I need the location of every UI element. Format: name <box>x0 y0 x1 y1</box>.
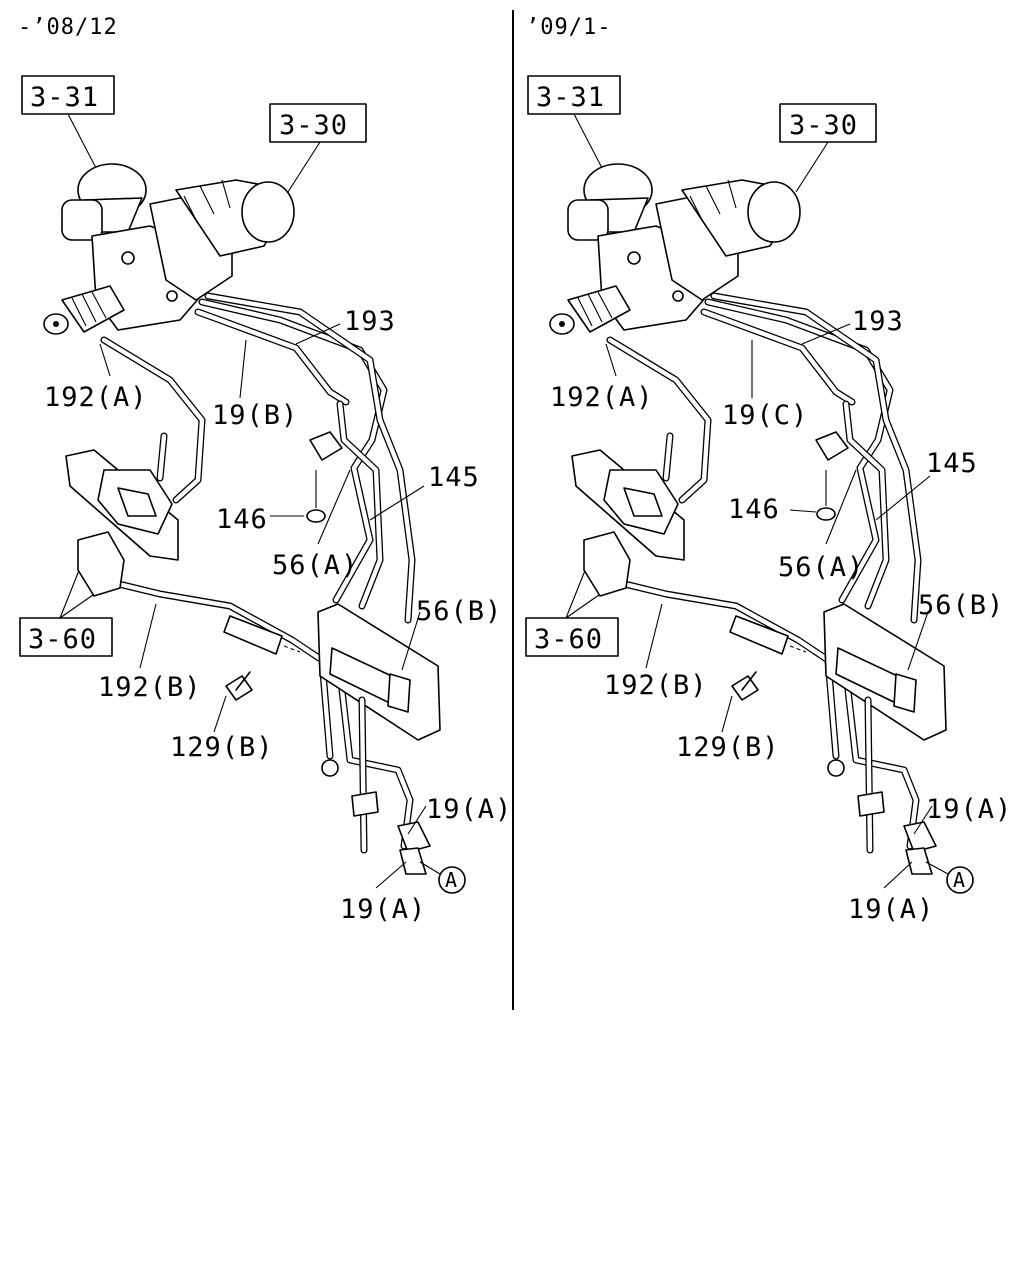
label-192a: 192(A) <box>550 382 654 413</box>
ref-box-3-60[interactable]: 3-60 <box>525 617 619 657</box>
label-19a-upper: 19(A) <box>426 794 512 825</box>
proportioning-valve <box>65 432 179 597</box>
label-19a-lower: 19(A) <box>848 894 934 925</box>
label-146: 146 <box>728 494 780 525</box>
label-56b: 56(B) <box>416 596 502 627</box>
panel-left: -’08/12 3-31 3-30 3-60 <box>18 15 512 925</box>
ref-box-3-31[interactable]: 3-31 <box>527 75 621 115</box>
svg-text:3-60: 3-60 <box>28 624 97 655</box>
callout-circle-a: A <box>419 861 466 894</box>
bracket-56b <box>317 603 441 741</box>
label-56a: 56(A) <box>272 550 358 581</box>
label-193: 193 <box>852 306 904 337</box>
label-19c: 19(C) <box>722 400 808 431</box>
label-129b: 129(B) <box>170 732 274 763</box>
label-192b: 192(B) <box>98 672 202 703</box>
label-19b: 19(B) <box>212 400 298 431</box>
flexible-hose <box>729 615 807 655</box>
brake-pipes <box>604 292 922 850</box>
label-145: 145 <box>428 462 480 493</box>
svg-text:3-31: 3-31 <box>30 82 99 113</box>
label-193: 193 <box>344 306 396 337</box>
label-145: 145 <box>926 448 978 479</box>
bracket-56b <box>823 603 947 741</box>
panel-right: ’09/1- 3-31 3-30 3-60 <box>525 15 1012 925</box>
master-cylinder-assembly <box>43 163 295 335</box>
leader-lines <box>605 323 933 889</box>
proportioning-valve <box>571 432 685 597</box>
svg-text:3-31: 3-31 <box>536 82 605 113</box>
svg-text:3-60: 3-60 <box>534 624 603 655</box>
callout-circle-a: A <box>925 861 974 894</box>
clip-146 <box>306 431 343 523</box>
ref-box-3-60[interactable]: 3-60 <box>19 617 113 657</box>
svg-text:A: A <box>445 868 457 892</box>
lower-fittings <box>225 671 431 875</box>
label-56b: 56(B) <box>918 590 1004 621</box>
label-192a: 192(A) <box>44 382 148 413</box>
clip-146 <box>815 431 849 521</box>
master-cylinder-assembly <box>549 163 801 335</box>
label-192b: 192(B) <box>604 670 708 701</box>
label-146: 146 <box>216 504 268 535</box>
leader-lines <box>99 323 427 889</box>
svg-text:A: A <box>953 868 965 892</box>
label-19a-upper: 19(A) <box>926 794 1012 825</box>
ref-box-3-30[interactable]: 3-30 <box>779 103 877 143</box>
label-129b: 129(B) <box>676 732 780 763</box>
svg-text:3-30: 3-30 <box>789 110 858 141</box>
panel-header-left: -’08/12 <box>18 15 118 40</box>
svg-text:3-30: 3-30 <box>279 110 348 141</box>
label-56a: 56(A) <box>778 552 864 583</box>
flexible-hose <box>223 615 301 655</box>
label-19a-lower: 19(A) <box>340 894 426 925</box>
lower-fittings <box>731 671 937 875</box>
ref-box-3-30[interactable]: 3-30 <box>269 103 367 143</box>
ref-box-3-31[interactable]: 3-31 <box>21 75 115 115</box>
panel-header-right: ’09/1- <box>526 15 611 40</box>
